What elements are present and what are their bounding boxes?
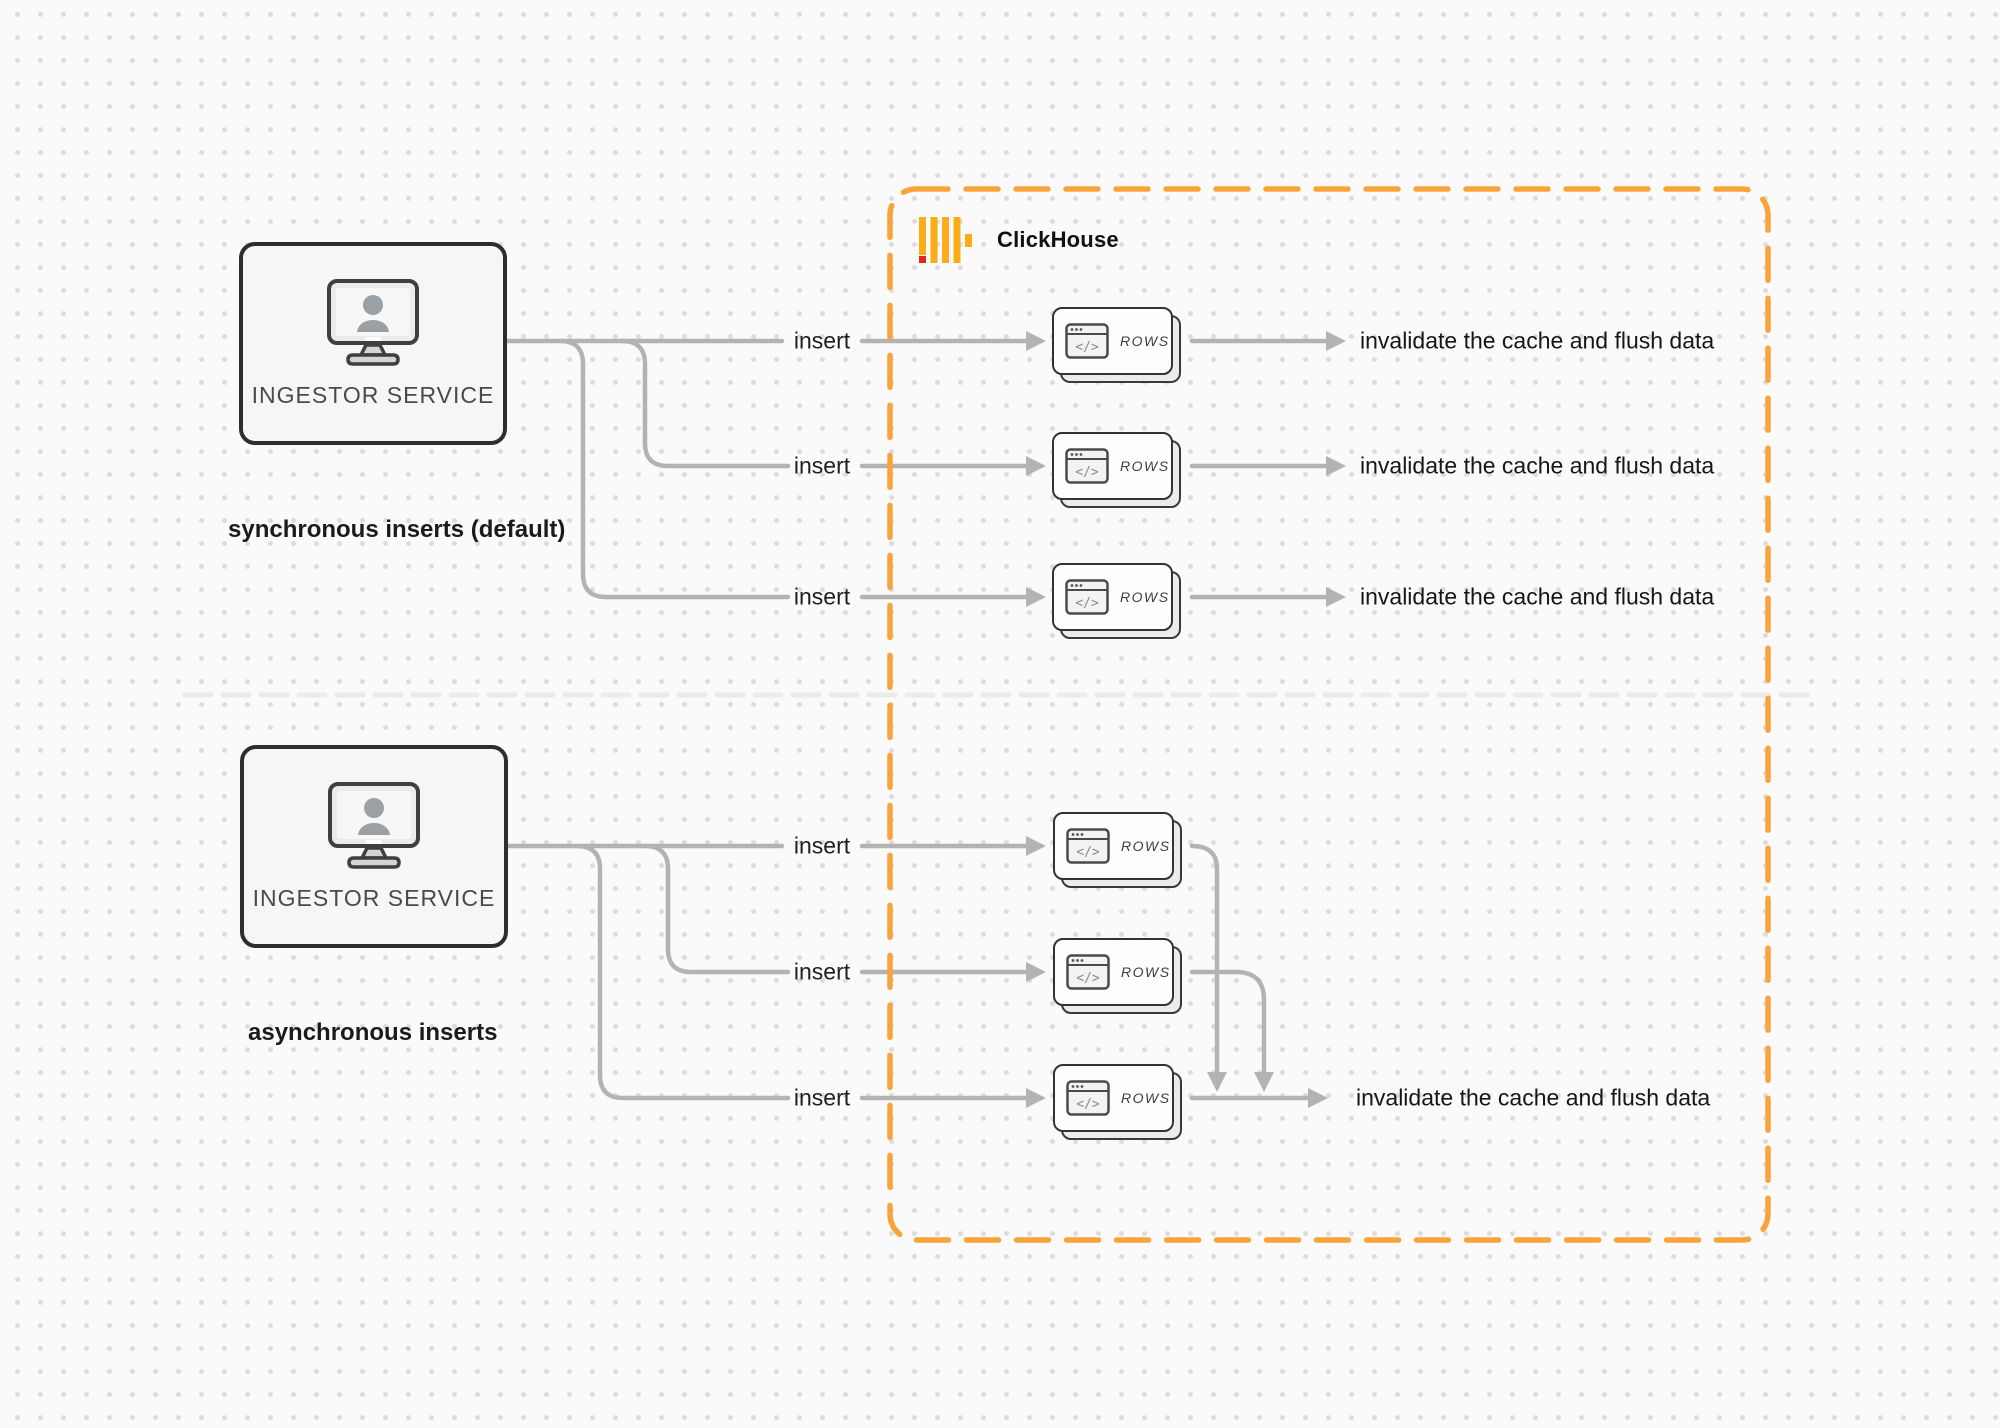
code-window-icon: </> bbox=[1066, 1080, 1110, 1116]
clickhouse-label: ClickHouse bbox=[997, 227, 1119, 252]
rows-card: </> ROWS bbox=[1052, 563, 1181, 639]
rows-card-label: ROWS bbox=[1121, 838, 1171, 854]
rows-card-label: ROWS bbox=[1120, 333, 1170, 349]
arrowheads bbox=[1026, 331, 1346, 1108]
monitor-user-icon bbox=[327, 279, 419, 366]
svg-text:</>: </> bbox=[1076, 1097, 1100, 1112]
section-caption-async: asynchronous inserts bbox=[248, 1019, 498, 1046]
insert-label: insert bbox=[793, 452, 851, 479]
code-window-icon: </> bbox=[1066, 954, 1110, 990]
clickhouse-brand: ClickHouse bbox=[919, 216, 1119, 264]
code-window-icon: </> bbox=[1065, 448, 1109, 484]
rows-card-label: ROWS bbox=[1121, 964, 1171, 980]
svg-text:</>: </> bbox=[1076, 971, 1100, 986]
insert-label: insert bbox=[793, 958, 851, 985]
insert-label: insert bbox=[793, 327, 851, 354]
result-label: invalidate the cache and flush data bbox=[1360, 327, 1715, 354]
code-window-icon: </> bbox=[1066, 828, 1110, 864]
svg-text:</>: </> bbox=[1076, 845, 1100, 860]
code-window-icon: </> bbox=[1065, 579, 1109, 615]
rows-card: </> ROWS bbox=[1052, 307, 1181, 383]
ingestor-service-label: INGESTOR SERVICE bbox=[252, 885, 496, 911]
rows-card: </> ROWS bbox=[1052, 432, 1181, 508]
rows-card-label: ROWS bbox=[1120, 589, 1170, 605]
ingestor-service-box-sync: INGESTOR SERVICE bbox=[239, 242, 507, 445]
result-label: invalidate the cache and flush data bbox=[1360, 583, 1715, 610]
insert-label: insert bbox=[793, 1084, 851, 1111]
rows-card-label: ROWS bbox=[1120, 458, 1170, 474]
svg-text:</>: </> bbox=[1075, 465, 1099, 480]
rows-card: </> ROWS bbox=[1053, 1064, 1182, 1140]
code-window-icon: </> bbox=[1065, 323, 1109, 359]
svg-text:</>: </> bbox=[1075, 596, 1099, 611]
clickhouse-logo-icon bbox=[919, 217, 972, 263]
monitor-user-icon bbox=[328, 782, 420, 869]
section-caption-sync: synchronous inserts (default) bbox=[228, 516, 566, 543]
rows-card: </> ROWS bbox=[1053, 812, 1182, 888]
svg-text:</>: </> bbox=[1075, 340, 1099, 355]
rows-card-label: ROWS bbox=[1121, 1090, 1171, 1106]
insert-label: insert bbox=[793, 832, 851, 859]
result-label: invalidate the cache and flush data bbox=[1360, 452, 1715, 479]
ingestor-service-label: INGESTOR SERVICE bbox=[251, 382, 495, 408]
result-label: invalidate the cache and flush data bbox=[1356, 1084, 1711, 1111]
insert-label: insert bbox=[793, 583, 851, 610]
ingestor-service-box-async: INGESTOR SERVICE bbox=[240, 745, 508, 948]
rows-card: </> ROWS bbox=[1053, 938, 1182, 1014]
flow-lines bbox=[504, 338, 1329, 1101]
clickhouse-cluster-border bbox=[887, 186, 1771, 1243]
